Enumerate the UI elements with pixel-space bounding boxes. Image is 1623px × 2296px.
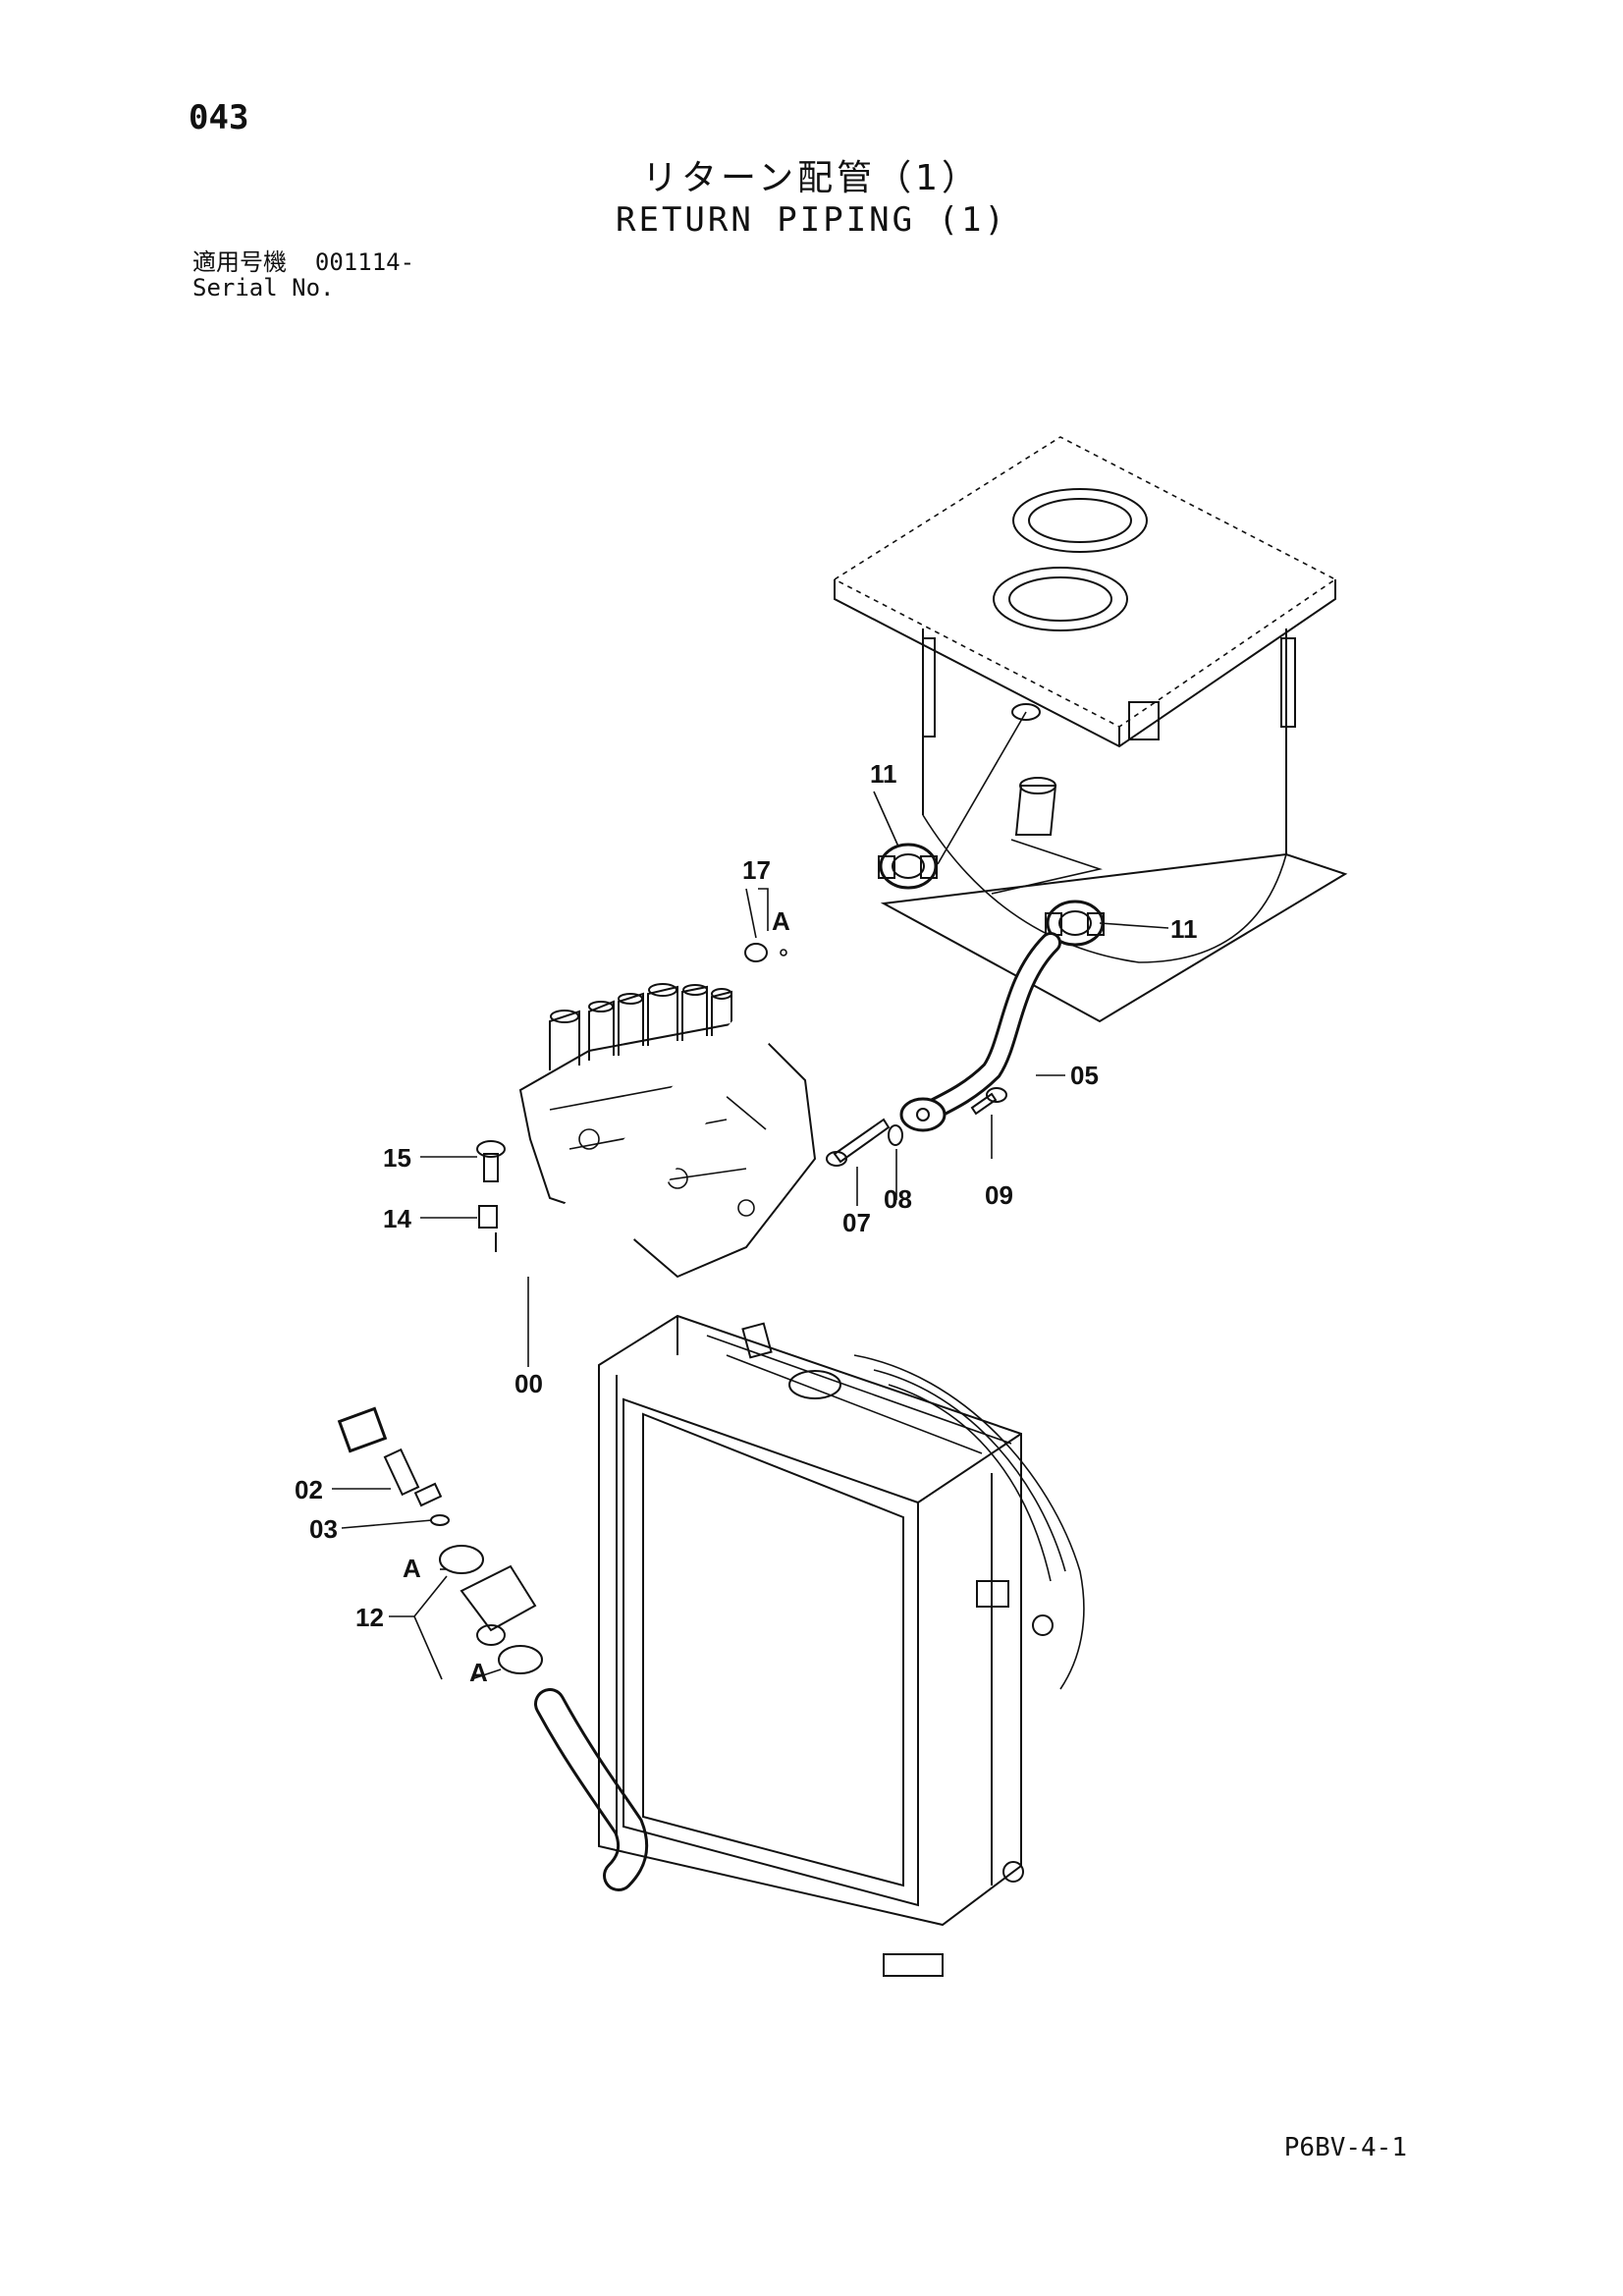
leader-lines — [332, 791, 1169, 1680]
bolt-17 — [744, 943, 787, 962]
document-code: P6BV-4-1 — [1283, 2133, 1407, 2162]
oil-cooler — [598, 1314, 1085, 1977]
tank-bracket-right — [1280, 637, 1296, 728]
callout-08: 08 — [884, 1184, 912, 1214]
lower-hose-inner — [537, 1691, 646, 1888]
serial-label-jp: 適用号機 — [192, 248, 287, 276]
serial-block: 適用号機 001114- Serial No. — [192, 249, 414, 301]
hydraulic-tank — [833, 436, 1348, 1023]
title-english: RETURN PIPING (1) — [616, 200, 1007, 240]
coupling-12 — [439, 1545, 543, 1674]
tank-base-plate — [880, 852, 1348, 1023]
tank-upper-fitting — [1011, 703, 1041, 721]
callout-00: 00 — [514, 1369, 543, 1398]
tank-fitting-leader — [937, 711, 1027, 865]
callout-02: 02 — [295, 1475, 323, 1504]
serial-value: 001114- — [314, 248, 415, 276]
tank-port-leader — [991, 839, 1103, 895]
tank-sight-glass — [1128, 701, 1160, 740]
callout-09: 09 — [985, 1180, 1013, 1210]
tank-bracket-left — [922, 637, 936, 738]
tank-return-port — [1014, 785, 1057, 836]
callout-07: 07 — [842, 1208, 871, 1237]
tank-port-lower-outer — [993, 567, 1128, 631]
tank-top-outline — [833, 436, 1337, 728]
callout-14: 14 — [383, 1204, 411, 1233]
hose-clamp-upper — [878, 843, 938, 890]
page-number: 043 — [189, 98, 249, 137]
bolt-07 — [826, 1118, 891, 1167]
tank-bottom-curve — [922, 814, 1287, 963]
callout-17: 17 — [742, 855, 771, 885]
o-ring-08 — [888, 1124, 903, 1146]
serial-label-en: Serial No. — [192, 274, 335, 301]
clip-14 — [478, 1205, 498, 1252]
callout-15: 15 — [383, 1143, 411, 1173]
fitting-02 — [383, 1448, 443, 1507]
callout-11-upper: 11 — [870, 759, 897, 789]
tank-port-upper-outer — [1012, 488, 1148, 553]
callout-a-middle: A — [403, 1554, 421, 1583]
title-japanese: リターン配管（1） — [641, 158, 982, 198]
callout-03: 03 — [309, 1514, 338, 1544]
bolt-09 — [970, 1087, 1007, 1116]
bolt-15 — [476, 1140, 506, 1182]
tank-port-lower-inner — [1008, 576, 1112, 622]
tank-return-port-rim — [1019, 777, 1056, 794]
callout-a-lower: A — [469, 1658, 488, 1687]
tank-port-upper-inner — [1028, 498, 1132, 543]
pipe-05 — [899, 932, 1061, 1132]
callout-11-lower: 11 — [1170, 914, 1198, 944]
callout-12: 12 — [355, 1603, 384, 1632]
callout-a-upper: A — [772, 906, 790, 936]
o-ring-03 — [430, 1514, 450, 1526]
return-pipe-00 — [298, 883, 860, 1453]
tank-top-lip — [834, 579, 1336, 748]
callout-05: 05 — [1070, 1061, 1099, 1090]
